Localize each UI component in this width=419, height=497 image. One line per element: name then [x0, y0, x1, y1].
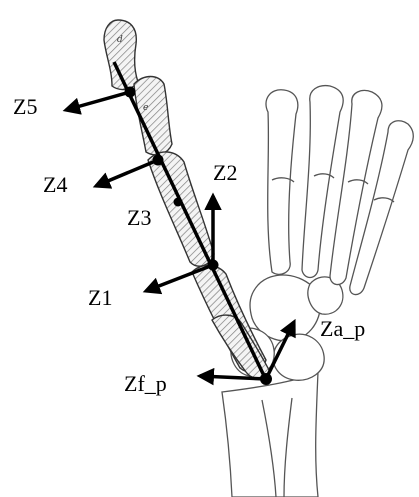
- label-z1: Z1: [88, 285, 112, 310]
- carpal-2: [273, 334, 324, 380]
- segment-mark-middle: e: [143, 103, 148, 113]
- label-zf-p: Zf_p: [124, 371, 167, 396]
- radius-bone: [222, 372, 318, 497]
- label-z5: Z5: [13, 94, 37, 119]
- forearm-bones: [222, 372, 318, 497]
- segment-mark-distal: d: [117, 35, 123, 45]
- label-z4: Z4: [43, 172, 67, 197]
- label-z2: Z2: [213, 160, 237, 185]
- arrow-z5: [66, 92, 130, 110]
- label-z3: Z3: [127, 205, 151, 230]
- label-za-p: Za_p: [320, 316, 365, 341]
- thumb-bones: [104, 20, 270, 378]
- finger-bones: [266, 86, 413, 295]
- finger-index: [266, 90, 298, 275]
- arrow-z4: [96, 160, 158, 186]
- joint-z3: [174, 198, 183, 207]
